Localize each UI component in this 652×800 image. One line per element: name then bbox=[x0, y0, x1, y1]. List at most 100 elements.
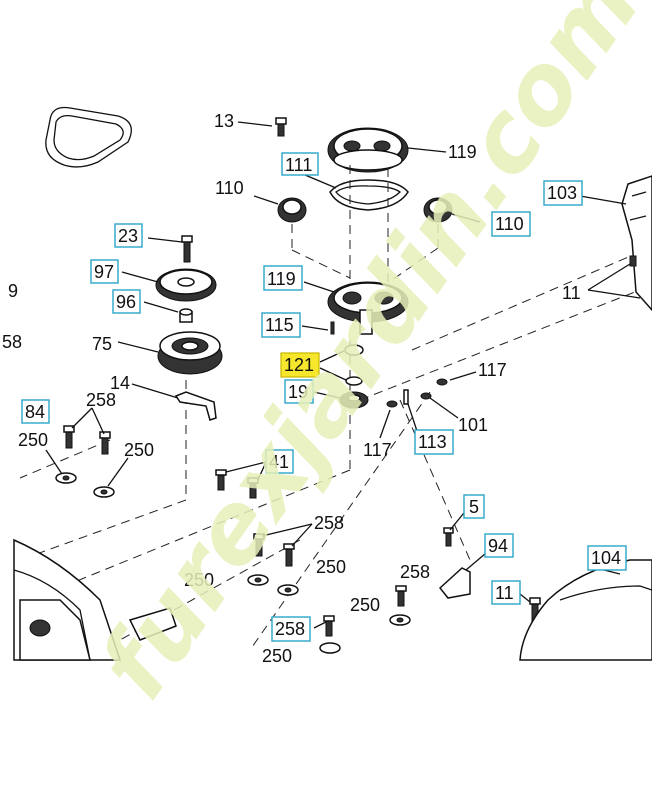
svg-text:11: 11 bbox=[495, 583, 514, 603]
svg-text:104: 104 bbox=[591, 548, 621, 568]
deck-housing bbox=[13, 538, 177, 661]
label-111: 111 bbox=[281, 152, 319, 176]
gear-119-top bbox=[327, 127, 447, 173]
label-113: 113 bbox=[414, 429, 454, 455]
svg-text:13: 13 bbox=[214, 111, 234, 131]
svg-text:94: 94 bbox=[488, 536, 508, 556]
svg-text:23: 23 bbox=[118, 226, 138, 246]
label-5: 5 bbox=[463, 494, 485, 519]
bolt-258-bottom bbox=[313, 615, 341, 654]
cover-104 bbox=[519, 559, 652, 661]
nut-117-center bbox=[379, 400, 398, 439]
label-250-b: 250 bbox=[124, 440, 154, 460]
bolt-41 bbox=[215, 461, 267, 499]
label-101: 101 bbox=[458, 415, 488, 435]
bolt-258-right bbox=[389, 585, 411, 626]
svg-text:14: 14 bbox=[110, 373, 130, 393]
label-110-left: 110 bbox=[215, 178, 244, 198]
svg-text:258: 258 bbox=[275, 619, 305, 639]
svg-text:250: 250 bbox=[350, 595, 380, 615]
small-gear-110-right bbox=[423, 197, 481, 223]
svg-text:58: 58 bbox=[2, 332, 22, 352]
svg-text:113: 113 bbox=[418, 432, 447, 452]
bolt-258-center bbox=[253, 523, 313, 567]
label-19: 19 bbox=[284, 379, 314, 404]
label-110-right: 110 bbox=[491, 211, 531, 237]
label-250-e: 250 bbox=[350, 595, 380, 615]
label-117-right: 117 bbox=[478, 360, 507, 380]
svg-text:75: 75 bbox=[92, 334, 112, 354]
label-250-d: 250 bbox=[316, 557, 346, 577]
bolt-258-left bbox=[63, 407, 111, 455]
label-58: 58 bbox=[2, 332, 22, 352]
label-23: 23 bbox=[114, 223, 143, 248]
svg-text:97: 97 bbox=[94, 262, 114, 282]
label-9: 9 bbox=[8, 281, 18, 301]
label-258-right: 258 bbox=[400, 562, 430, 582]
label-13: 13 bbox=[214, 111, 234, 131]
spacer-96 bbox=[143, 301, 193, 323]
label-250-a: 250 bbox=[18, 430, 48, 450]
pin-113 bbox=[403, 389, 419, 435]
bearing-19 bbox=[313, 391, 369, 409]
label-258-center: 258 bbox=[314, 513, 344, 533]
label-11-bottom: 11 bbox=[491, 580, 521, 605]
label-117-center: 117 bbox=[363, 440, 392, 460]
washer-250-left bbox=[45, 449, 129, 498]
svg-text:258: 258 bbox=[314, 513, 344, 533]
svg-text:250: 250 bbox=[124, 440, 154, 460]
svg-text:119: 119 bbox=[267, 269, 296, 289]
gear-119-lower bbox=[303, 281, 409, 335]
label-75: 75 bbox=[92, 334, 112, 354]
svg-text:121: 121 bbox=[284, 355, 314, 375]
svg-text:117: 117 bbox=[363, 440, 392, 460]
label-250-c: 250 bbox=[184, 570, 214, 590]
svg-text:11: 11 bbox=[562, 283, 581, 303]
svg-text:110: 110 bbox=[215, 178, 244, 198]
label-250-f: 250 bbox=[262, 646, 292, 666]
svg-text:250: 250 bbox=[262, 646, 292, 666]
svg-text:41: 41 bbox=[269, 452, 289, 472]
svg-text:111: 111 bbox=[285, 155, 312, 175]
label-115: 115 bbox=[261, 312, 301, 338]
label-119-top: 119 bbox=[448, 142, 477, 162]
label-11-top: 11 bbox=[562, 283, 581, 303]
washer-121 bbox=[319, 344, 364, 386]
bolt-23 bbox=[147, 235, 193, 263]
label-119-lower: 119 bbox=[263, 265, 303, 291]
bracket-14 bbox=[131, 383, 217, 421]
svg-text:103: 103 bbox=[547, 183, 577, 203]
svg-text:9: 9 bbox=[8, 281, 18, 301]
pulley-75 bbox=[117, 331, 223, 375]
small-gear-110-left bbox=[253, 195, 307, 223]
drive-belt bbox=[45, 106, 132, 168]
label-94: 94 bbox=[484, 533, 514, 558]
svg-text:258: 258 bbox=[400, 562, 430, 582]
pin-115 bbox=[301, 321, 335, 335]
label-41: 41 bbox=[265, 449, 294, 474]
label-104: 104 bbox=[587, 545, 627, 571]
svg-text:84: 84 bbox=[25, 402, 45, 422]
washer-101 bbox=[420, 392, 459, 419]
svg-text:110: 110 bbox=[495, 214, 524, 234]
svg-text:250: 250 bbox=[18, 430, 48, 450]
svg-text:119: 119 bbox=[448, 142, 477, 162]
bracket-103 bbox=[579, 175, 652, 312]
nut-117-right bbox=[436, 371, 477, 386]
label-14: 14 bbox=[110, 373, 130, 393]
bolt-13 bbox=[237, 117, 287, 137]
washer-250-center bbox=[247, 574, 299, 596]
label-121: 121 bbox=[280, 352, 320, 378]
svg-text:250: 250 bbox=[184, 570, 214, 590]
label-258-bottom: 258 bbox=[271, 616, 311, 642]
bracket-94 bbox=[438, 547, 493, 599]
label-103: 103 bbox=[543, 180, 583, 206]
svg-text:19: 19 bbox=[288, 382, 308, 402]
svg-text:117: 117 bbox=[478, 360, 507, 380]
svg-text:250: 250 bbox=[316, 557, 346, 577]
svg-text:5: 5 bbox=[469, 497, 479, 517]
bolt-11 bbox=[519, 593, 541, 623]
pulley-97 bbox=[121, 268, 217, 302]
